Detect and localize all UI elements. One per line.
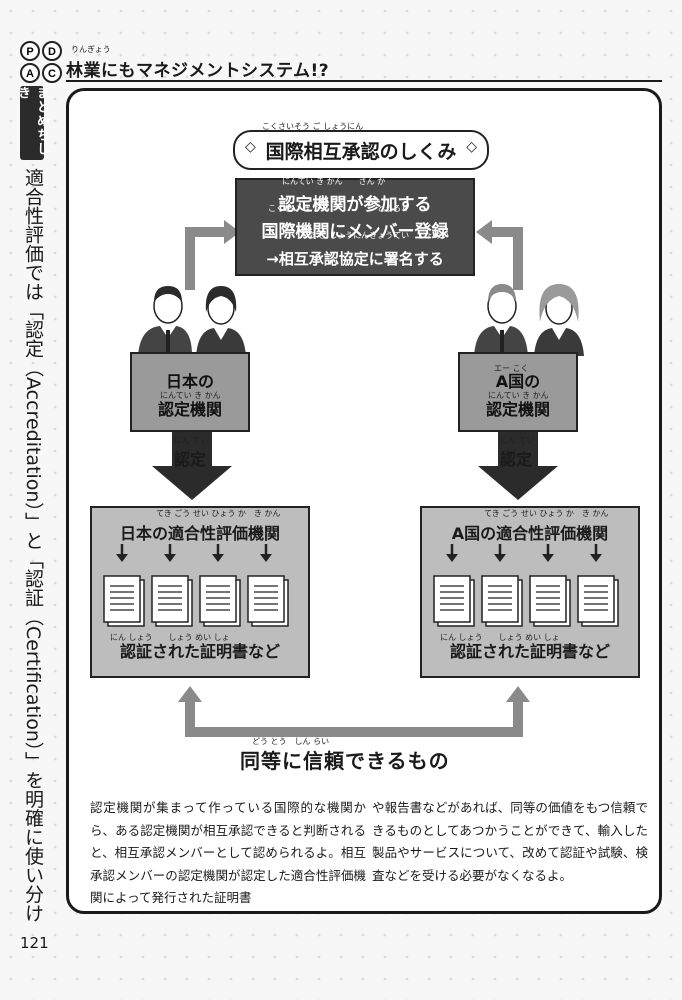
top-box-line-2: 国際機関にメンバー登録: [261, 222, 449, 242]
a-cab-title: A国の適合性評価機関: [451, 524, 609, 543]
accredit-arrow-right: [478, 432, 558, 500]
title-ruby: こくさいそう ご しょうにん: [262, 122, 364, 131]
a-org-line-1: A国の: [495, 372, 541, 391]
japan-org-line-1: 日本の: [165, 372, 214, 391]
country-a-staff-illustration: [474, 284, 584, 356]
accredit-ruby-right: にん てい: [500, 436, 535, 445]
badge-letter-a: A: [26, 68, 34, 80]
japan-org-ruby: にんてい き かん: [160, 391, 221, 400]
country-a-accreditation-body: A国の 認定機関: [458, 352, 578, 432]
a-cab-subtitle: 認証された証明書など: [449, 642, 610, 661]
bottom-ruby: どう とう しん らい: [252, 737, 330, 746]
body-text-left: 認定機関が集まって作っている国際的な機関から、ある認定機関が相互承認できると判断…: [90, 800, 366, 905]
japan-sub-ruby: にん しょう しょう めい しょ: [110, 633, 230, 642]
connector-right: [490, 227, 523, 290]
connector-bottom: [185, 700, 523, 737]
international-org-box: 認定機関が参加する 国際機関にメンバー登録 →相互承認協定に署名する: [235, 178, 475, 276]
top-box-ruby-3: そう ご しょうにんきょうてい しょめい: [300, 231, 450, 240]
arrowhead-bottom-left: [178, 686, 202, 702]
japan-cab-subtitle: 認証された証明書など: [119, 642, 280, 661]
a-doc-arrows: [444, 542, 604, 564]
accredit-label-right: 認定: [500, 450, 533, 469]
arrowhead-bottom-right: [506, 686, 530, 702]
japan-docs: [103, 575, 289, 627]
header-rule: [66, 80, 662, 82]
arrowhead-left-top: [224, 220, 240, 244]
badge-letter-c: C: [48, 68, 56, 80]
a-org-ruby-2: にんてい き かん: [488, 391, 549, 400]
badge-letter-p: P: [26, 46, 33, 58]
equivalence-label: 同等に信頼できるもの: [240, 749, 450, 773]
header-ruby: りんぎょう: [71, 45, 111, 54]
top-box-ruby-1: にんてい き かん さん か: [282, 177, 386, 186]
certificate-documents: [103, 542, 619, 627]
top-box-ruby-2: こくさい き かん とうろく: [268, 204, 410, 213]
accredit-label-left: 認定: [174, 450, 207, 469]
japan-staff-illustration: [138, 286, 246, 356]
diagram-title: 国際相互承認のしくみ: [233, 130, 489, 170]
summary-vertical-text: 適合性評価では「認定（Accreditation）」と「認証（Certifica…: [22, 168, 44, 923]
accredit-ruby-left: にん てい: [174, 436, 209, 445]
arrowhead-right-top: [476, 220, 492, 244]
japan-org-line-2: 認定機関: [157, 400, 222, 419]
pdca-badge-icon: P D A C: [20, 41, 62, 83]
a-docs: [433, 575, 619, 627]
a-org-ruby-1: エー こく: [494, 364, 529, 373]
body-text-right: や報告書などがあれば、同等の価値をもつ信頼できるものとしてあつかうことができて、…: [372, 800, 648, 883]
badge-letter-d: D: [48, 46, 56, 58]
page-header-title: 林業にもマネジメントシステム!?: [66, 61, 330, 81]
accredit-arrow-left: [152, 432, 232, 500]
japan-doc-arrows: [114, 542, 274, 564]
a-org-line-2: 認定機関: [485, 400, 550, 419]
top-box-line-1: 認定機関が参加する: [278, 195, 432, 215]
page-number: 121: [20, 934, 49, 952]
a-cab-ruby: てき ごう せい ひょう か き かん: [484, 509, 609, 518]
top-box-line-3: →相互承認協定に署名する: [266, 250, 444, 268]
japan-cab-ruby: てき ごう せい ひょう か き かん: [156, 509, 281, 518]
japan-cab-title: 日本の適合性評価機関: [119, 524, 280, 543]
connector-left: [185, 227, 226, 290]
japan-accreditation-body: 日本の 認定機関: [130, 352, 250, 432]
a-sub-ruby: にん しょう しょう めい しょ: [440, 633, 560, 642]
